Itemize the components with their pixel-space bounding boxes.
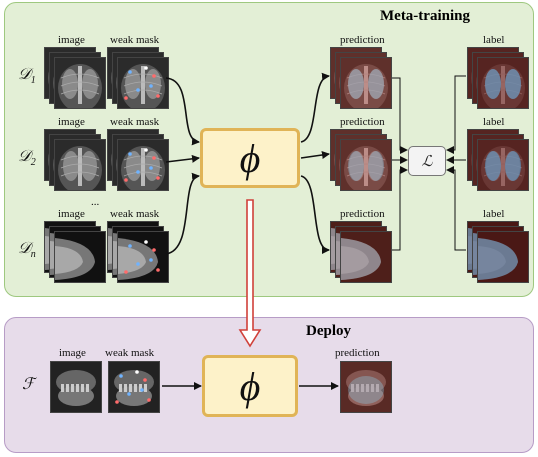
weak-mask-label-1: weak mask <box>110 34 160 46</box>
meta-training-title: Meta-training <box>380 8 470 24</box>
weak-mask-stack-chest-2 <box>107 129 169 191</box>
deploy-prediction-thumb <box>340 361 392 413</box>
deploy-dataset-label: ℱ <box>22 376 35 393</box>
thumbnail-card <box>117 57 169 109</box>
ellipsis: ... <box>91 196 100 208</box>
thumbnail-card <box>477 139 529 191</box>
image-label-2: image <box>58 116 85 128</box>
label-stack-n <box>467 221 529 283</box>
thumbnail-card <box>340 231 392 283</box>
prediction-stack-n <box>330 221 392 283</box>
deploy-image-label: image <box>59 347 86 359</box>
thumbnail-card <box>54 231 106 283</box>
image-label-1: image <box>58 34 85 46</box>
thumbnail-card <box>54 139 106 191</box>
deploy-weak-mask-thumb <box>108 361 160 413</box>
dataset-label-1: 𝒟1 <box>18 66 36 87</box>
label-label-1: label <box>483 34 505 46</box>
deploy-title: Deploy <box>306 323 351 339</box>
image-stack-chest-2 <box>44 129 106 191</box>
image-stack-mammo <box>44 221 106 283</box>
label-label-2: label <box>483 116 505 128</box>
thumbnail-card <box>54 57 106 109</box>
label-stack-1 <box>467 47 529 109</box>
prediction-stack-2 <box>330 129 392 191</box>
model-phi-box: ϕ <box>200 128 300 188</box>
thumbnail-card <box>477 57 529 109</box>
thumbnail-card <box>477 231 529 283</box>
image-label-n: image <box>58 208 85 220</box>
prediction-label-1: prediction <box>340 34 385 46</box>
deploy-image-thumb <box>50 361 102 413</box>
weak-mask-label-2: weak mask <box>110 116 160 128</box>
deploy-model-phi-box: ϕ <box>202 355 298 417</box>
image-stack-chest-1 <box>44 47 106 109</box>
label-stack-2 <box>467 129 529 191</box>
thumbnail-card <box>340 57 392 109</box>
dataset-label-n: 𝒟n <box>18 240 36 261</box>
prediction-stack-1 <box>330 47 392 109</box>
prediction-label-n: prediction <box>340 208 385 220</box>
weak-mask-label-n: weak mask <box>110 208 160 220</box>
thumbnail-card <box>340 139 392 191</box>
weak-mask-stack-mammo <box>107 221 169 283</box>
thumbnail-card <box>117 139 169 191</box>
loss-box: ℒ <box>408 146 446 176</box>
dataset-label-2: 𝒟2 <box>18 148 36 169</box>
deploy-prediction-label: prediction <box>335 347 380 359</box>
prediction-label-2: prediction <box>340 116 385 128</box>
deploy-weak-mask-label: weak mask <box>105 347 155 359</box>
thumbnail-card <box>117 231 169 283</box>
label-label-n: label <box>483 208 505 220</box>
weak-mask-stack-chest-1 <box>107 47 169 109</box>
